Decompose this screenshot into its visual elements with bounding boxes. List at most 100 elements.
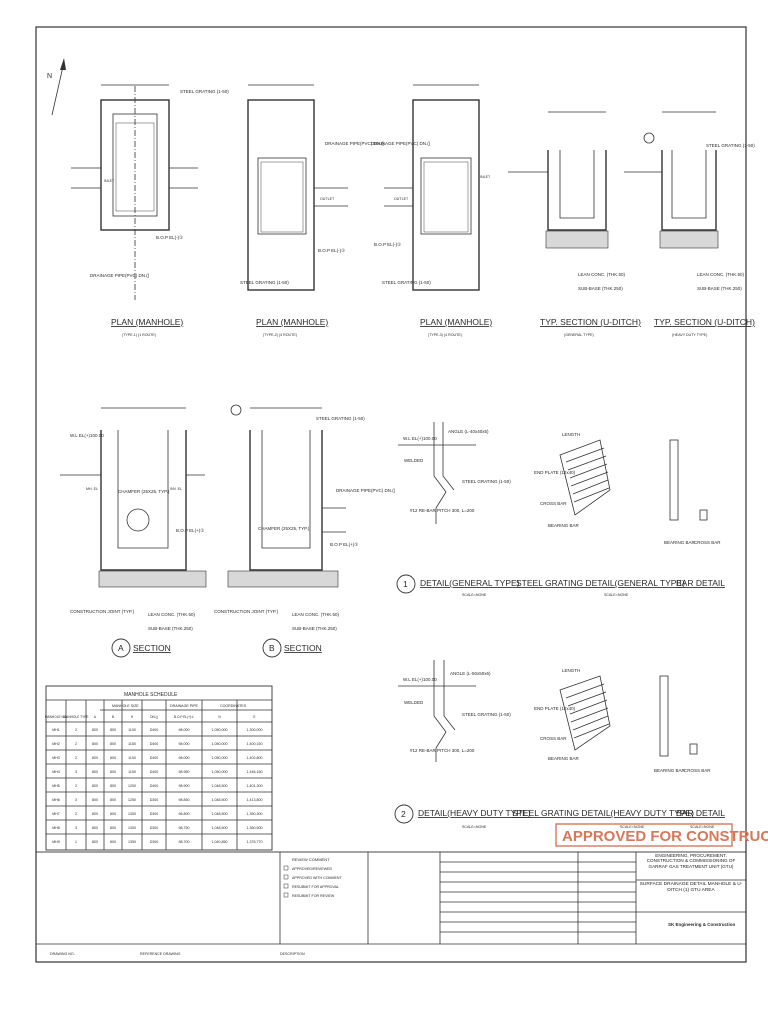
det2-scale: SCALE=NONE (462, 825, 487, 829)
schedule-cell: 1,376,770 (247, 840, 263, 844)
grating-detail-1: LENGTH END PLATE (12x40) CROSS BAR BEARI… (516, 432, 685, 597)
det1-grating: STEEL GRATING (1-50) (462, 479, 511, 484)
det1-scale: SCALE=NONE (462, 593, 487, 597)
detail-2: ANGLE (L-50x50x6) W.L EL(+)100.00 WELDED… (394, 660, 531, 829)
bar2-title: BAR DETAIL (676, 808, 725, 818)
schedule-header-cell: DN.() (150, 715, 158, 719)
schedule-cell: 1,300,000 (247, 728, 263, 732)
company-name: SK Engineering & Construction (668, 922, 736, 927)
gr1-scale: SCALE=NONE (604, 593, 629, 597)
schedule-header-cell: MANHOLE NO. (45, 715, 67, 719)
typ-section-heavy: STEEL GRATING (1-50) LEAN CONC. (THK.50)… (624, 111, 755, 337)
schedule-cell: 800 (92, 728, 98, 732)
gr1-length: LENGTH (562, 432, 580, 437)
secb-title: SECTION (284, 643, 322, 653)
seca-marker: A (118, 643, 124, 653)
gr1-end-plate: END PLATE (12x40) (534, 470, 576, 475)
schedule-cell: 1,050,000 (212, 756, 228, 760)
schedule-header-cell: B (112, 715, 114, 719)
gr2-cross-bar: CROSS BAR (540, 736, 567, 741)
schedule-cell: 800 (110, 728, 116, 732)
schedule-cell: 1,048,500 (212, 826, 228, 830)
plan1-inlet: INLET (104, 179, 115, 183)
schedule-cell: 1,048,500 (212, 784, 228, 788)
plan3-title: PLAN (MANHOLE) (420, 317, 492, 327)
gr1-title: STEEL GRATING DETAIL(GENERAL TYPE) (516, 578, 685, 588)
schedule-cell: 2 (75, 756, 77, 760)
schedule-cell: 800 (92, 784, 98, 788)
schedule-cell: 800 (110, 756, 116, 760)
schedule-cell: 1 (75, 840, 77, 844)
plan2-drain-pipe: DRAINAGE PIPE(PVC) DN.() (325, 141, 385, 146)
review-opt-1: APPROVED/REVIEWED (292, 867, 333, 871)
secb-lean: LEAN CONC. (THK.50) (292, 612, 340, 617)
secb-drain-pipe: DRAINAGE PIPE(PVC) DN.() (336, 488, 396, 493)
schedule-cell: 2 (75, 728, 77, 732)
gr2-length: LENGTH (562, 668, 580, 673)
secb-chamfer: CHAMFER (25X25, TYP.) (258, 526, 310, 531)
schedule-cell: 3 (75, 826, 77, 830)
secb-marker: B (269, 643, 275, 653)
manhole-schedule-table: MANHOLE SCHEDULE MANHOLE SIZE DRAINAGE P… (45, 685, 273, 851)
schedule-cell: 1,048,500 (212, 798, 228, 802)
section-b: STEEL GRATING (1-50) DRAINAGE PIPE(PVC) … (214, 404, 396, 658)
schedule-cell: 800 (110, 784, 116, 788)
plan1-subtitle: (TYPE-1) (1 ROUTE) (122, 333, 156, 337)
plan2-title: PLAN (MANHOLE) (256, 317, 328, 327)
gr1-bearing-bar: BEARING BAR (548, 523, 580, 528)
det2-num: 2 (401, 809, 406, 819)
schedule-cell: 1,350,300 (247, 812, 263, 816)
schedule-group-pipe: DRAINAGE PIPE (170, 704, 199, 708)
review-checkbox-2 (283, 874, 289, 880)
schedule-cell: 98.700 (179, 840, 190, 844)
det1-title: DETAIL(GENERAL TYPE) (420, 578, 520, 588)
bar1-bearing: BEARING BAR (664, 540, 696, 545)
gr2-scale: SCALE=NONE (620, 825, 645, 829)
section-a: W.L EL(+)100.00 MH. EL INV. EL CHAMFER (… (60, 407, 207, 658)
schedule-cell: 1250 (128, 798, 136, 802)
schedule-cell: 1,050,000 (212, 728, 228, 732)
schedule-cell: 800 (92, 826, 98, 830)
schedule-cell: MH1 (52, 728, 60, 732)
schedule-cell: 1,446,150 (247, 770, 263, 774)
schedule-cell: 800 (110, 742, 116, 746)
schedule-cell: 98.900 (179, 784, 190, 788)
plan2-subtitle: (TYPE-2) (4 ROUTE) (263, 333, 297, 337)
schedule-cell: 800 (92, 798, 98, 802)
schedule-cell: 1,401,300 (247, 784, 263, 788)
plan-manhole-2: DRAINAGE PIPE(PVC) DN.() B.O.P EL(-)① ST… (240, 84, 385, 337)
sec2-title: TYP. SECTION (U-DITCH) (654, 317, 755, 327)
review-checkbox-4 (283, 892, 289, 898)
stamp-text: APPROVED FOR CONSTRUCTION (562, 828, 768, 845)
schedule-cell: D300 (150, 798, 159, 802)
plan3-steel-grating: STEEL GRATING (1-50) (382, 280, 431, 285)
schedule-cell: D400 (150, 784, 159, 788)
schedule-cell: 98.950 (179, 770, 190, 774)
schedule-cell: 98.850 (179, 798, 190, 802)
schedule-cell: MH2 (52, 742, 60, 746)
sec2-grating: STEEL GRATING (1-50) (706, 143, 755, 148)
gr1-cross-bar: CROSS BAR (540, 501, 567, 506)
schedule-cell: 800 (110, 826, 116, 830)
bar2-cross: CROSS BAR (684, 768, 711, 773)
detail-1: ANGLE (L-40x40x5) W.L EL(+)100.00 WELDED… (396, 422, 520, 597)
schedule-cell: 1150 (128, 770, 136, 774)
seca-wl: W.L EL(+)100.00 (70, 433, 104, 438)
plan3-inlet: INLET (480, 175, 491, 179)
bar2-bearing: BEARING BAR (654, 768, 686, 773)
schedule-cell: 800 (110, 798, 116, 802)
schedule-cell: 1,413,800 (247, 798, 263, 802)
det1-wl: W.L EL(+)100.00 (403, 436, 437, 441)
sec1-title: TYP. SECTION (U-DITCH) (540, 317, 641, 327)
gr2-end-plate: END PLATE (12x40) (534, 706, 576, 711)
sec1-subbase: SUB-BASE (THK.250) (578, 286, 623, 291)
bar1-title: BAR DETAIL (676, 578, 725, 588)
schedule-cell: 1,400,150 (247, 742, 263, 746)
schedule-cell: 1,402,800 (247, 756, 263, 760)
schedule-cell: 800 (92, 742, 98, 746)
seca-joint: CONSTRUCTION JOINT (TYP.) (70, 609, 135, 614)
seca-inv-el: INV. EL (170, 487, 182, 491)
seca-bop: B.O.P EL(+)① (176, 528, 205, 533)
det1-angle: ANGLE (L-40x40x5) (448, 429, 489, 434)
